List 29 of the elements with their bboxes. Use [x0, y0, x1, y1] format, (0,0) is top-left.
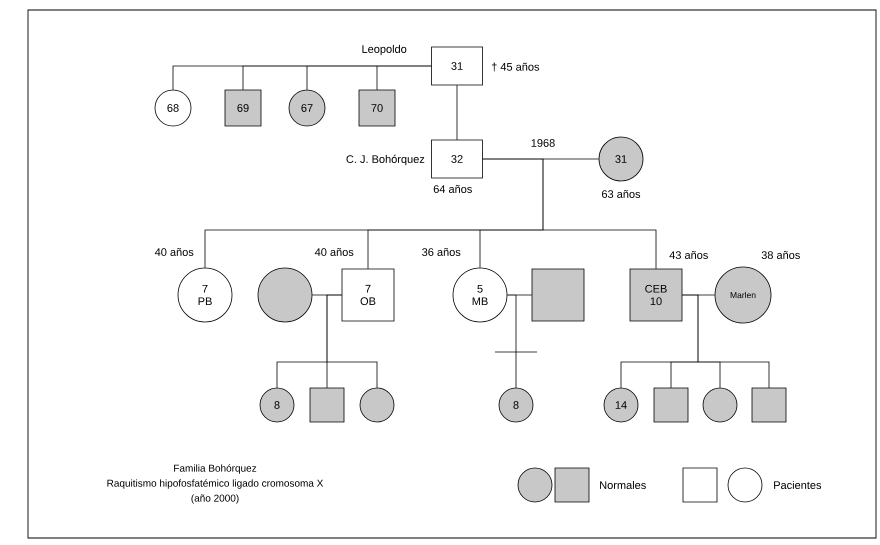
age-label: 40 años: [154, 248, 194, 256]
legend-label: Normales: [600, 480, 646, 490]
circle-symbol: [360, 388, 394, 422]
square-symbol: [532, 268, 584, 322]
legend-label: Pacientes: [774, 480, 822, 490]
pedigree-line: [482, 158, 656, 269]
caption-line: Raquitismo hipofosfatémico ligado cromosoma X: [107, 479, 324, 489]
age-label: 64 años: [434, 185, 472, 193]
age-label: 43 años: [669, 251, 708, 259]
edge-label: 1968: [530, 138, 556, 148]
age-label: 63 años: [602, 190, 640, 198]
pedigree-line: [326, 294, 378, 388]
pedigree-line: [376, 66, 432, 90]
pedigree-line: [456, 85, 458, 140]
circle-symbol: [702, 388, 738, 422]
death-label: † 45 años: [492, 62, 540, 72]
age-label: 40 años: [314, 248, 354, 256]
age-label: 38 años: [762, 251, 800, 259]
pedigree-line: [507, 294, 516, 388]
pedigree-line: [682, 294, 770, 388]
square-symbol: [752, 388, 786, 422]
square-symbol: [310, 388, 344, 422]
name-label: C. J. Bohórquez: [346, 154, 424, 166]
age-label: 36 años: [422, 248, 460, 256]
caption-line: Familia Bohórquez: [174, 464, 256, 474]
circle-symbol: [258, 268, 312, 322]
name-label: Leopoldo: [362, 44, 406, 56]
square-symbol: [654, 388, 688, 422]
caption-line: (año 2000): [191, 494, 239, 504]
